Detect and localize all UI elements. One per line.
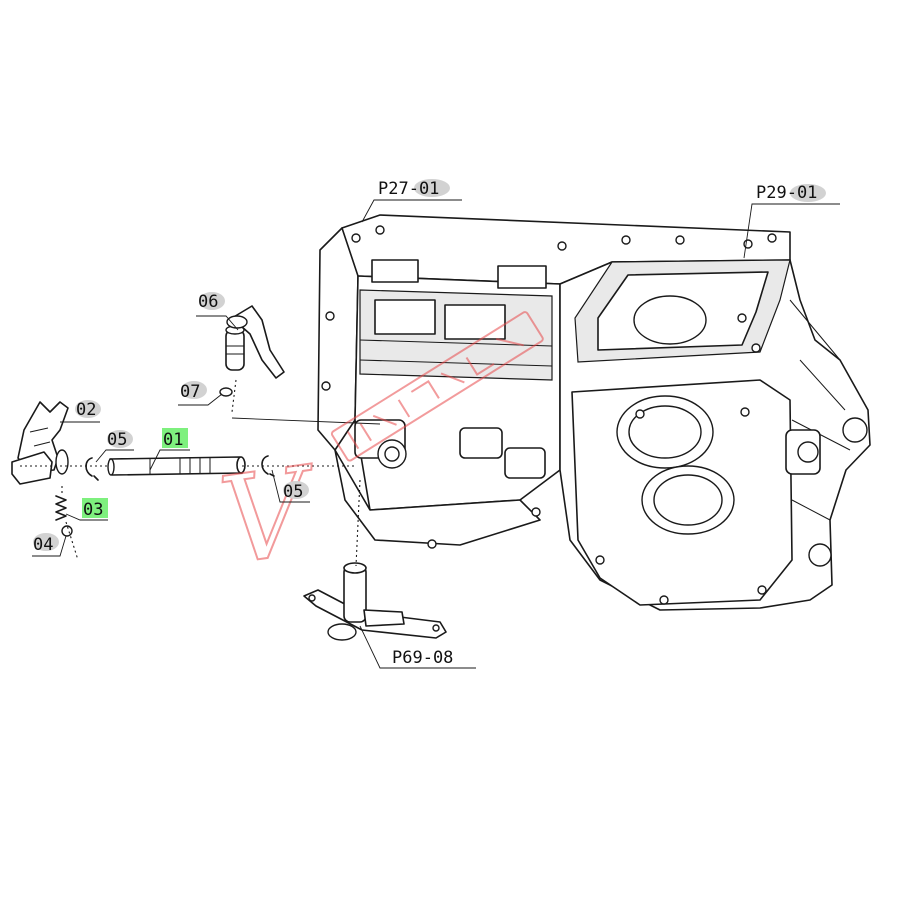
callout-label: 06 bbox=[198, 292, 218, 312]
callout-07: 07 bbox=[178, 381, 223, 406]
callout-label: 05 bbox=[107, 430, 127, 450]
callout-label: 01 bbox=[163, 430, 183, 450]
part-01-shift-rod bbox=[107, 456, 246, 476]
label-plate bbox=[33, 533, 59, 551]
assembly-guide-lines bbox=[20, 379, 381, 567]
label-plate bbox=[790, 184, 826, 202]
label-plate bbox=[181, 381, 207, 399]
part-04-detent-ball bbox=[61, 525, 73, 537]
part-07-o-ring bbox=[219, 387, 233, 397]
watermark-logo-icon bbox=[330, 311, 544, 462]
callout-label: 07 bbox=[180, 382, 200, 402]
callout-05-left: 05 bbox=[95, 430, 134, 463]
label-plate bbox=[199, 292, 225, 310]
callout-01: 01 bbox=[149, 428, 190, 471]
watermark-letter: V bbox=[213, 441, 328, 592]
part-02-shift-fork bbox=[11, 401, 69, 485]
part-06-shift-lever bbox=[225, 305, 285, 379]
label-plate bbox=[75, 400, 101, 418]
label-plate bbox=[283, 481, 309, 499]
callout-05-right: 05 bbox=[271, 469, 310, 503]
transmission-housing bbox=[317, 214, 871, 611]
callout-label: 02 bbox=[76, 400, 96, 420]
callout-03: 03 bbox=[65, 498, 108, 521]
callout-p69-08: P69-08 bbox=[359, 625, 476, 669]
callout-06: 06 bbox=[196, 292, 239, 331]
callout-04: 04 bbox=[32, 533, 67, 557]
callout-label: 05 bbox=[283, 482, 303, 502]
label-highlight bbox=[82, 498, 108, 518]
callout-label: P69-08 bbox=[392, 648, 453, 668]
label-plate bbox=[107, 430, 133, 448]
callout-label: 04 bbox=[33, 535, 53, 555]
part-03-spring bbox=[55, 495, 67, 521]
callout-label: P29-01 bbox=[756, 183, 817, 203]
label-highlight bbox=[162, 428, 188, 448]
label-plate bbox=[414, 179, 450, 197]
callout-p29-01: P29-01 bbox=[743, 183, 840, 259]
callout-p27-01: P27-01 bbox=[361, 179, 462, 223]
p69-08-lower-lever bbox=[303, 562, 447, 641]
callout-label: P27-01 bbox=[378, 179, 439, 199]
callout-label: 03 bbox=[83, 500, 103, 520]
callout-02: 02 bbox=[60, 400, 101, 423]
